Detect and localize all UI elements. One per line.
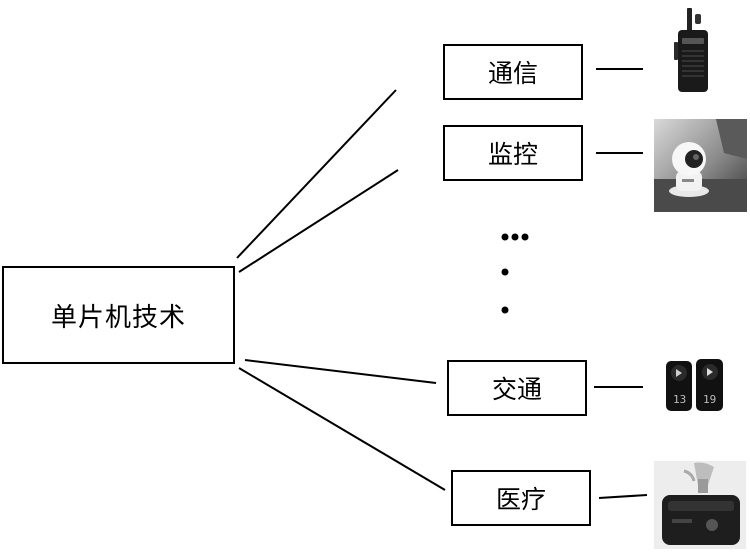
branch-node-traffic: 交通 — [447, 360, 587, 416]
branch-node-label: 交通 — [491, 375, 542, 404]
ellipsis-dot — [521, 233, 529, 241]
svg-text:19: 19 — [703, 393, 716, 406]
connector-root-to-communication — [236, 89, 397, 259]
walkie-talkie-image — [674, 8, 708, 92]
branch-node-label: 医疗 — [495, 485, 546, 514]
branch-node-medical: 医疗 — [451, 470, 591, 526]
svg-text:13: 13 — [673, 393, 686, 406]
ellipsis-dot — [511, 233, 519, 241]
security-camera-image — [654, 119, 747, 212]
root-node-label: 单片机技术 — [50, 302, 186, 333]
branch-node-label: 通信 — [487, 59, 538, 88]
ellipsis-dots — [501, 233, 529, 314]
branch-node-label: 监控 — [487, 140, 538, 169]
branch-node-monitoring: 监控 — [443, 125, 583, 181]
ellipsis-dot — [501, 268, 509, 276]
nebulizer-image — [654, 461, 746, 549]
branch-node-communication: 通信 — [443, 44, 583, 100]
traffic-light-image: 13 19 — [666, 359, 723, 411]
connector-root-to-monitoring — [238, 169, 399, 273]
ellipsis-dot — [501, 233, 509, 241]
connector-root-to-traffic — [244, 359, 437, 384]
connector-root-to-medical — [238, 367, 446, 491]
connector-medical-to-image — [598, 494, 648, 499]
root-node: 单片机技术 — [2, 266, 235, 364]
ellipsis-dot — [501, 306, 509, 314]
